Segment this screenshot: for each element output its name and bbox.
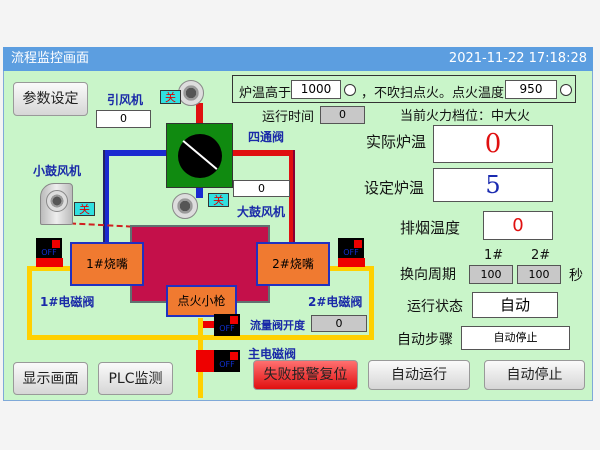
valve-2-body (338, 258, 365, 267)
alarm-reset-button[interactable]: 失败报警复位 (253, 360, 358, 390)
big-blower-state: 关 (208, 193, 229, 207)
four-way-valve-label: 四通阀 (248, 130, 285, 144)
small-blower-state: 关 (74, 202, 95, 216)
auto-step-value: 自动停止 (461, 326, 570, 350)
page-title: 流程监控画面 (11, 51, 90, 66)
valve-1-state[interactable]: OFF (36, 238, 62, 258)
exhaust-pipe (196, 103, 203, 125)
igniter[interactable]: 点火小枪 (166, 285, 237, 317)
flow-valve-body (203, 321, 214, 328)
reversing-h2: 2# (531, 248, 551, 263)
ignite-condition-panel: 炉温高于 1000 ，不吹扫点火。点火温度 950 (232, 75, 576, 103)
main-valve-state[interactable]: OFF (214, 350, 240, 372)
run-time-label: 运行时间 (262, 110, 315, 125)
gas-pipe-right (369, 268, 374, 340)
gas-pipe-left (27, 268, 32, 340)
plc-monitor-button[interactable]: PLC监测 (98, 362, 173, 395)
reversing-label: 换向周期 (400, 267, 456, 283)
induced-fan-label: 引风机 (107, 93, 144, 107)
valve-rotor-icon (178, 134, 222, 178)
set-temp-value[interactable]: 5 (433, 168, 553, 202)
params-button[interactable]: 参数设定 (13, 82, 88, 116)
run-time-value: 0 (320, 106, 365, 124)
ignite-middle: ，不吹扫点火。点火温度 (361, 86, 505, 101)
induced-fan-state: 关 (160, 90, 181, 104)
fire-level: 当前火力档位：中大火 (400, 109, 531, 124)
big-blower-value: 0 (233, 180, 290, 197)
reversing-2-value[interactable]: 100 (517, 265, 561, 284)
exhaust-temp-value: 0 (483, 211, 553, 240)
auto-run-button[interactable]: 自动运行 (368, 360, 470, 390)
valve-2-label: 2#电磁阀 (308, 295, 363, 309)
burner-1[interactable]: 1#烧嘴 (70, 242, 144, 286)
big-blower-icon[interactable] (172, 193, 198, 219)
temp-high-indicator (344, 84, 356, 96)
auto-step-label: 自动步骤 (397, 332, 453, 348)
ignite-temp-indicator (560, 84, 572, 96)
flow-valve-label: 流量阀开度 (250, 319, 305, 332)
small-blower-label: 小鼓风机 (33, 164, 82, 178)
valve-1-label: 1#电磁阀 (40, 295, 95, 309)
display-button[interactable]: 显示画面 (13, 362, 88, 395)
cold-pipe-h (103, 150, 166, 156)
valve-2-state[interactable]: OFF (338, 238, 364, 258)
actual-temp-value: 0 (433, 125, 553, 163)
reversing-h1: 1# (484, 248, 504, 263)
flow-valve-state[interactable]: OFF (214, 314, 240, 336)
actual-temp-label: 实际炉温 (366, 133, 427, 151)
ignite-prefix: 炉温高于 (239, 86, 292, 101)
big-blower-label: 大鼓风机 (237, 205, 286, 219)
title-bar: 流程监控画面 2021-11-22 17:18:28 (3, 47, 593, 71)
ignite-temp-input[interactable]: 950 (505, 80, 557, 99)
blower-pipe (196, 186, 203, 198)
datetime: 2021-11-22 17:18:28 (448, 51, 587, 66)
auto-stop-button[interactable]: 自动停止 (484, 360, 585, 390)
four-way-valve[interactable] (166, 123, 233, 188)
burner-2[interactable]: 2#烧嘴 (256, 242, 330, 286)
flow-valve-value: 0 (311, 315, 367, 332)
reversing-unit: 秒 (569, 268, 583, 284)
small-blower-icon[interactable] (40, 183, 73, 225)
temp-high-input[interactable]: 1000 (291, 80, 341, 99)
cold-pipe-v (103, 150, 109, 246)
induced-fan-value: 0 (96, 110, 151, 128)
gas-pipe-b1 (27, 266, 70, 271)
main-valve-label: 主电磁阀 (248, 347, 297, 361)
gas-pipe-b2 (330, 266, 374, 271)
valve-1-body (36, 258, 63, 267)
hot-pipe-h (232, 150, 295, 156)
run-state-label: 运行状态 (407, 299, 463, 315)
hot-pipe-v (289, 150, 295, 246)
set-temp-label: 设定炉温 (364, 179, 425, 197)
run-state-value: 自动 (472, 292, 558, 318)
exhaust-temp-label: 排烟温度 (400, 219, 461, 237)
reversing-1-value[interactable]: 100 (469, 265, 513, 284)
main-valve-body (196, 350, 214, 372)
induced-fan-icon[interactable] (178, 80, 204, 106)
